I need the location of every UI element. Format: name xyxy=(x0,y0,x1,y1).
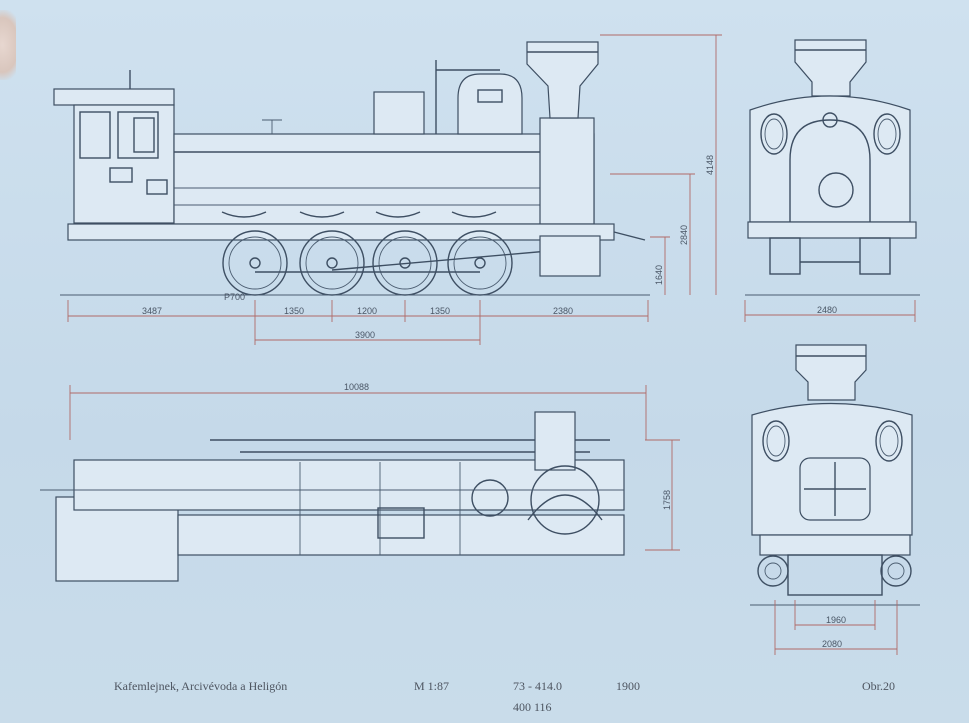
dim-seg-5: 2380 xyxy=(553,306,573,316)
dim-axle-height: 1640 xyxy=(654,265,664,285)
dim-gauge-outer: 2080 xyxy=(822,639,842,649)
dim-boiler-height: 2840 xyxy=(679,225,689,245)
dim-total-length: 10088 xyxy=(344,382,369,392)
plan-view xyxy=(40,385,680,582)
caption-figure: Obr.20 xyxy=(862,679,895,693)
dim-seg-1: 3487 xyxy=(142,306,162,316)
dim-front-width: 2480 xyxy=(817,305,837,315)
dim-wheelbase: 3900 xyxy=(355,330,375,340)
front-view xyxy=(744,39,920,322)
caption-year: 1900 xyxy=(616,679,640,693)
dim-seg-4: 1350 xyxy=(430,306,450,316)
driving-wheels xyxy=(222,230,513,296)
dim-seg-3: 1200 xyxy=(357,306,377,316)
side-dimensions xyxy=(67,34,722,345)
caption-scale: M 1:87 xyxy=(414,679,450,693)
side-elevation: 3487 1350 1200 1350 2380 3900 P700 1640 … xyxy=(53,34,722,345)
dim-gauge-inner: 1960 xyxy=(826,615,846,625)
caption-class: 73 - 414.0 xyxy=(513,679,562,693)
caption-names: Kafemlejnek, Arcivévoda a Heligón xyxy=(114,679,288,693)
finger-edge xyxy=(0,10,16,80)
caption-number: 400 116 xyxy=(513,700,552,714)
rail-label: P700 xyxy=(224,292,245,302)
dim-total-height: 4148 xyxy=(705,155,715,175)
dim-frame-width: 1758 xyxy=(662,490,672,510)
rear-view xyxy=(750,344,920,655)
dim-seg-2: 1350 xyxy=(284,306,304,316)
